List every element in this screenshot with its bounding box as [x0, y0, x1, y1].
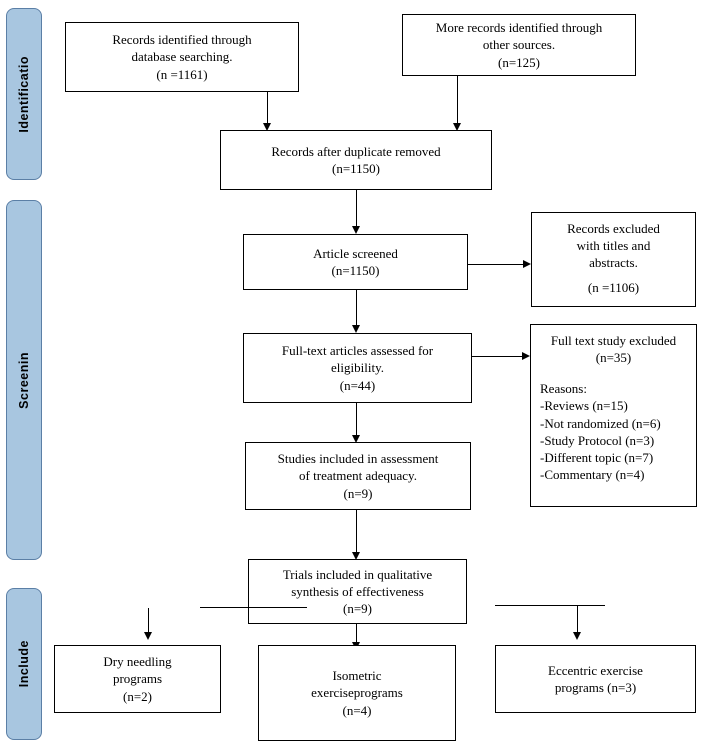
- arrow-to-isometric: [356, 624, 357, 644]
- box-full-text-excluded: Full text study excluded (n=35) Reasons:…: [530, 324, 697, 507]
- box-line: Isometric: [332, 668, 382, 684]
- box-trials-included-qualitative: Trials included in qualitative synthesis…: [248, 559, 467, 624]
- band-included: Include: [6, 588, 42, 740]
- arrow-to-eccentric: [577, 606, 578, 634]
- box-line: Records identified through: [112, 32, 252, 48]
- arrow-head: [352, 435, 360, 443]
- arrow-screened-to-fulltext: [356, 290, 357, 327]
- box-line: -Reviews (n=15): [540, 398, 628, 414]
- box-line: programs: [112, 671, 163, 687]
- box-line: [541, 271, 686, 279]
- arrow-fulltext-to-excluded: [472, 356, 523, 357]
- box-line: Eccentric exercise: [548, 662, 643, 678]
- box-records-excluded: Records excluded with titles and abstrac…: [531, 212, 696, 307]
- arrow-screened-to-excluded: [468, 264, 524, 265]
- box-line: Records after duplicate removed: [271, 143, 441, 159]
- box-line: Trials included in qualitative: [282, 566, 433, 582]
- box-line: Records excluded: [567, 221, 660, 236]
- box-line: (n=4): [342, 702, 372, 718]
- box-line: More records identified through: [435, 20, 603, 36]
- box-line: [540, 366, 687, 380]
- box-records-identified-other: More records identified through other so…: [402, 14, 636, 76]
- arrow-to-dry-needling: [148, 608, 149, 634]
- band-screening: Screenin: [6, 200, 42, 560]
- arrow-head: [263, 123, 271, 131]
- arrow-head: [352, 552, 360, 560]
- box-isometric-exercise-programs: Isometric exerciseprograms (n=4): [258, 645, 456, 741]
- box-line: (n=9): [343, 485, 373, 501]
- box-line: (n=35): [595, 350, 632, 366]
- arrow-db-to-duplicates: [267, 92, 268, 125]
- arrow-head: [522, 352, 530, 360]
- band-included-label: Include: [17, 640, 31, 688]
- band-identification-label: Identificatio: [17, 55, 31, 133]
- box-line: (n =1106): [587, 280, 640, 296]
- box-line: synthesis of effectiveness: [291, 583, 424, 599]
- box-line: Full text study excluded: [550, 333, 677, 348]
- box-line: Article screened: [313, 245, 398, 261]
- box-dry-needling-programs: Dry needling programs (n=2): [54, 645, 221, 713]
- arrow-head: [352, 226, 360, 234]
- box-line: -Study Protocol (n=3): [540, 432, 655, 448]
- arrow-head: [523, 260, 531, 268]
- box-line: (n=2): [123, 688, 152, 704]
- connector-left-branch: [200, 607, 307, 608]
- box-line: database searching.: [131, 49, 233, 65]
- box-line: (n=9): [343, 601, 372, 617]
- box-records-after-duplicates: Records after duplicate removed (n=1150): [220, 130, 492, 190]
- connector-right-branch: [495, 605, 605, 606]
- box-line: eligibility.: [331, 360, 384, 376]
- box-line: of treatment adequacy.: [299, 468, 417, 484]
- arrow-head: [144, 632, 152, 640]
- box-line: (n =1161): [156, 66, 208, 82]
- box-line: Full-text articles assessed for: [281, 343, 434, 359]
- box-line: Dry needling: [103, 654, 172, 670]
- arrow-head: [453, 123, 461, 131]
- arrow-fulltext-to-studies: [356, 403, 357, 437]
- box-line: programs (n=3): [554, 680, 637, 695]
- arrow-head: [352, 325, 360, 333]
- box-line: other sources.: [482, 37, 556, 53]
- arrow-other-to-duplicates: [457, 76, 458, 125]
- box-line: Reasons:: [540, 381, 587, 397]
- box-studies-included-assessment: Studies included in assessment of treatm…: [245, 442, 471, 510]
- box-records-identified-database: Records identified through database sear…: [65, 22, 299, 92]
- arrow-duplicates-to-screened: [356, 190, 357, 228]
- arrow-head: [573, 632, 581, 640]
- box-line: Studies included in assessment: [277, 451, 439, 467]
- band-identification: Identificatio: [6, 8, 42, 180]
- box-line: -Not randomized (n=6): [540, 415, 661, 431]
- box-line: -Different topic (n=7): [540, 449, 654, 465]
- box-full-text-assessed: Full-text articles assessed for eligibil…: [243, 333, 472, 403]
- box-line: (n=1150): [331, 263, 380, 278]
- box-line: (n=44): [339, 377, 376, 393]
- band-screening-label: Screenin: [17, 351, 31, 409]
- box-line: (n=125): [498, 54, 540, 70]
- box-line: -Commentary (n=4): [540, 467, 645, 483]
- box-eccentric-exercise-programs: Eccentric exercise programs (n=3): [495, 645, 696, 713]
- box-line: (n=1150): [331, 161, 380, 176]
- box-line: exerciseprograms: [311, 685, 403, 701]
- box-line: abstracts.: [589, 255, 638, 271]
- box-articles-screened: Article screened (n=1150): [243, 234, 468, 290]
- arrow-studies-to-trials: [356, 510, 357, 554]
- box-line: with titles and: [576, 238, 651, 254]
